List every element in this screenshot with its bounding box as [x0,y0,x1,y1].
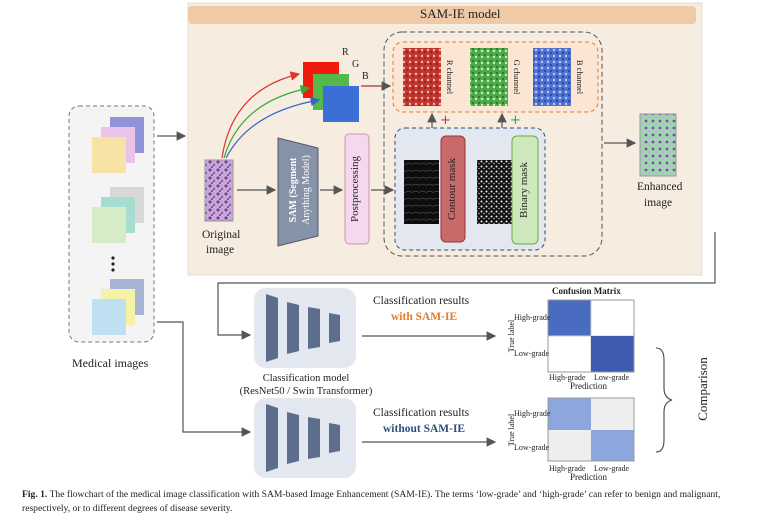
confusion-matrix-without [547,397,635,462]
cm-with-col-high: High-grade [549,373,586,382]
postprocessing-label: Postprocessing [349,156,361,222]
g-channel-label: G channel [512,59,522,95]
caption-fig-number: Fig. 1. [22,489,48,500]
cm-without-true-label: True label [507,413,516,447]
ellipsis-dots [111,256,115,272]
classifier-without-layers [266,404,340,472]
binary-mask-label: Binary mask [518,162,530,218]
original-image [204,159,234,222]
original-image-label-line1: Original [202,229,241,241]
r-letter: R [342,47,349,58]
figure-caption: Fig. 1. The flowchart of the medical ima… [22,488,752,516]
comparison-brace [655,347,673,453]
results-with-line2: with SAM-IE [391,311,458,323]
cm-without-row-low: Low-grade [514,443,550,452]
classification-model-label-line1: Classification model [262,373,350,384]
classification-model-label-line2: (ResNet50 / Swin Transformer) [239,386,373,397]
cm-without-row-high: High-grade [514,409,551,418]
b-channel-image [533,48,571,106]
contour-mask-image [404,160,439,224]
plus-green-icon: + [510,113,521,128]
cm-with-row-low: Low-grade [514,349,550,358]
r-channel-label: R channel [445,59,455,95]
cm-with-true-label: True label [507,319,516,353]
binary-mask-block [511,135,539,245]
confusion-matrix-with [547,299,635,373]
results-without-line2: without SAM-IE [383,423,466,435]
b-letter: B [362,71,369,82]
cm-without-col-low: Low-grade [594,464,630,473]
enhanced-label-line1: Enhanced [637,181,683,193]
b-channel-label: B channel [575,59,585,95]
sam-block [277,137,319,247]
enhancement-outer-box [383,31,603,257]
g-letter: G [352,59,360,70]
sam-ie-title-bar [188,6,696,24]
image-stack-bottom [92,279,144,335]
cm-without-col-high: High-grade [549,464,586,473]
enhanced-label-line2: image [644,197,673,209]
enhanced-image [639,113,677,177]
image-stack-top [92,117,144,173]
contour-mask-label: Contour mask [446,157,458,221]
medical-images-label: Medical images [72,356,149,370]
cm-with-prediction: Prediction [570,381,607,391]
contour-mask-block [440,135,466,243]
b-square [323,86,359,122]
plus-red-icon: + [440,113,451,128]
postprocessing-block [344,133,370,245]
model-title: SAM-IE model [420,6,501,21]
cm-without-prediction: Prediction [570,472,607,482]
binary-mask-image [477,160,512,224]
classifier-without-box [254,398,356,478]
g-channel-image [470,48,508,106]
classifier-with-layers [266,294,340,362]
results-with-line1: Classification results [373,295,470,307]
classifier-with-box [254,288,356,368]
image-stack-middle [92,187,144,243]
r-channel-image [403,48,441,106]
cm-with-row-high: High-grade [514,313,551,322]
comparison-label: Comparison [695,357,710,421]
sam-label-line2: Anything Model) [301,155,312,225]
results-without-line1: Classification results [373,407,470,419]
original-image-label-line2: image [206,244,235,256]
confusion-title: Confusion Matrix [552,286,621,296]
caption-text: The flowchart of the medical image class… [22,489,721,514]
cm-with-col-low: Low-grade [594,373,630,382]
